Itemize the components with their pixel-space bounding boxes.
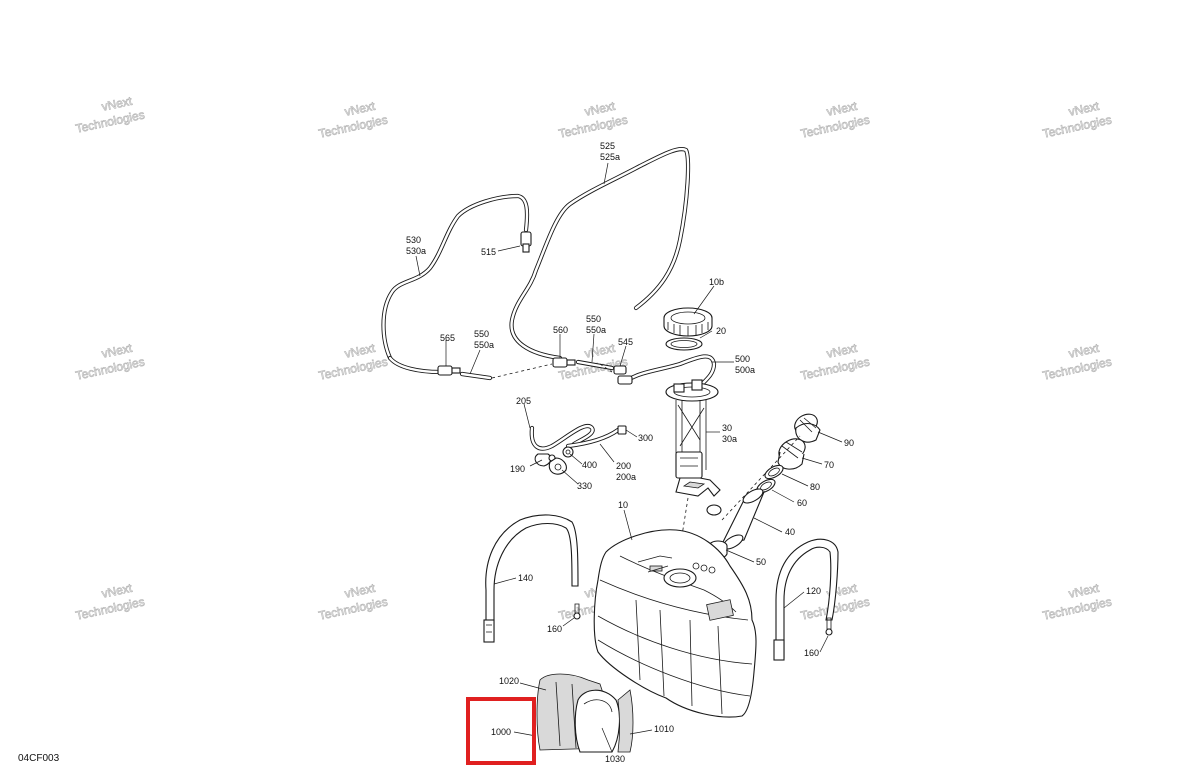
seal-ring-20 bbox=[665, 337, 703, 351]
filler-neck-70 bbox=[777, 438, 806, 470]
callout-200a: 200a bbox=[616, 472, 636, 482]
callout-140: 140 bbox=[518, 573, 533, 583]
callout-525a: 525a bbox=[600, 152, 620, 162]
svg-text:vNext: vNext bbox=[343, 581, 377, 601]
callout-160-right: 160 bbox=[804, 648, 819, 658]
screw-160-left bbox=[573, 603, 581, 620]
watermark: vNext Technologies bbox=[1041, 340, 1113, 383]
watermark: vNext Technologies bbox=[317, 580, 389, 623]
fitting-515 bbox=[520, 231, 532, 253]
callout-labels: 525 525a 530 530a 515 10b 20 565 550 550… bbox=[406, 141, 854, 764]
hose-200 bbox=[565, 427, 621, 449]
hose-550-right bbox=[575, 359, 615, 371]
svg-text:vNext: vNext bbox=[825, 341, 859, 361]
watermark: vNext Technologies bbox=[74, 93, 146, 136]
callout-120: 120 bbox=[806, 586, 821, 596]
callout-550a-right: 550a bbox=[586, 325, 606, 335]
callout-500: 500 bbox=[735, 354, 750, 364]
svg-text:vNext: vNext bbox=[100, 341, 134, 361]
svg-text:vNext: vNext bbox=[343, 99, 377, 119]
highlight-box-1000 bbox=[466, 697, 536, 765]
callout-30a: 30a bbox=[722, 434, 737, 444]
connector-565 bbox=[437, 365, 461, 376]
hose-550-left bbox=[459, 371, 493, 381]
callout-10: 10 bbox=[618, 500, 628, 510]
strap-120 bbox=[773, 538, 839, 661]
watermark: vNext Technologies bbox=[74, 580, 146, 623]
callout-200: 200 bbox=[616, 461, 631, 471]
diagram-id: 04CF003 bbox=[18, 753, 60, 764]
watermark: vNext Technologies bbox=[1041, 98, 1113, 141]
callout-90: 90 bbox=[844, 438, 854, 448]
fuel-tank-10 bbox=[593, 529, 757, 718]
clamp-small bbox=[706, 504, 722, 516]
svg-text:vNext: vNext bbox=[583, 341, 617, 361]
callout-30: 30 bbox=[722, 423, 732, 433]
callout-530: 530 bbox=[406, 235, 421, 245]
strap-140 bbox=[483, 514, 579, 643]
callout-1030: 1030 bbox=[605, 754, 625, 764]
callout-190: 190 bbox=[510, 464, 525, 474]
leader-lines bbox=[415, 162, 843, 753]
callout-20: 20 bbox=[716, 326, 726, 336]
callout-525: 525 bbox=[600, 141, 615, 151]
guard-1010 bbox=[617, 689, 634, 753]
callout-50: 50 bbox=[756, 557, 766, 567]
clip-190 bbox=[534, 453, 556, 467]
callout-550-left: 550 bbox=[474, 329, 489, 339]
callout-80: 80 bbox=[810, 482, 820, 492]
callout-515: 515 bbox=[481, 247, 496, 257]
screw-160-right bbox=[825, 617, 833, 636]
vent-hose-525 bbox=[509, 147, 691, 361]
callout-1000: 1000 bbox=[491, 727, 511, 737]
guard-1030 bbox=[574, 689, 621, 753]
svg-text:vNext: vNext bbox=[343, 341, 377, 361]
fuel-pump-30 bbox=[665, 379, 721, 497]
callout-550-right: 550 bbox=[586, 314, 601, 324]
svg-text:vNext: vNext bbox=[583, 99, 617, 119]
svg-text:vNext: vNext bbox=[100, 581, 134, 601]
callout-1020: 1020 bbox=[499, 676, 519, 686]
callout-70: 70 bbox=[824, 460, 834, 470]
callout-530a: 530a bbox=[406, 246, 426, 256]
watermark-layer: vNext Technologies vNext Technologies vN… bbox=[74, 93, 1113, 623]
callout-565: 565 bbox=[440, 333, 455, 343]
callout-330: 330 bbox=[577, 481, 592, 491]
callout-400: 400 bbox=[582, 460, 597, 470]
hose-205 bbox=[529, 424, 595, 451]
connector-560 bbox=[552, 357, 576, 368]
callout-550a-left: 550a bbox=[474, 340, 494, 350]
callout-500a: 500a bbox=[735, 365, 755, 375]
callout-545: 545 bbox=[618, 337, 633, 347]
callout-560: 560 bbox=[553, 325, 568, 335]
watermark: vNext Technologies bbox=[317, 98, 389, 141]
callout-300: 300 bbox=[638, 433, 653, 443]
callout-160-left: 160 bbox=[547, 624, 562, 634]
filler-hose-40 bbox=[721, 488, 766, 550]
svg-text:vNext: vNext bbox=[1067, 341, 1101, 361]
watermark: vNext Technologies bbox=[799, 340, 871, 383]
watermark: vNext Technologies bbox=[1041, 580, 1113, 623]
svg-text:vNext: vNext bbox=[1067, 99, 1101, 119]
callout-60: 60 bbox=[797, 498, 807, 508]
callout-40: 40 bbox=[785, 527, 795, 537]
clamp-80 bbox=[764, 464, 784, 480]
svg-text:vNext: vNext bbox=[825, 99, 859, 119]
vent-hose-530 bbox=[381, 193, 530, 375]
watermark: vNext Technologies bbox=[74, 340, 146, 383]
watermark: vNext Technologies bbox=[557, 98, 629, 141]
callout-1010: 1010 bbox=[654, 724, 674, 734]
watermark: vNext Technologies bbox=[317, 340, 389, 383]
svg-text:vNext: vNext bbox=[1067, 581, 1101, 601]
lock-ring-10b bbox=[663, 307, 713, 337]
watermark: vNext Technologies bbox=[799, 98, 871, 141]
connector-545 bbox=[613, 365, 633, 385]
callout-205: 205 bbox=[516, 396, 531, 406]
hose-500 bbox=[625, 354, 717, 389]
cap-90 bbox=[794, 413, 821, 443]
svg-text:vNext: vNext bbox=[100, 94, 134, 114]
fitting-300 bbox=[617, 425, 627, 435]
callout-10b: 10b bbox=[709, 277, 724, 287]
